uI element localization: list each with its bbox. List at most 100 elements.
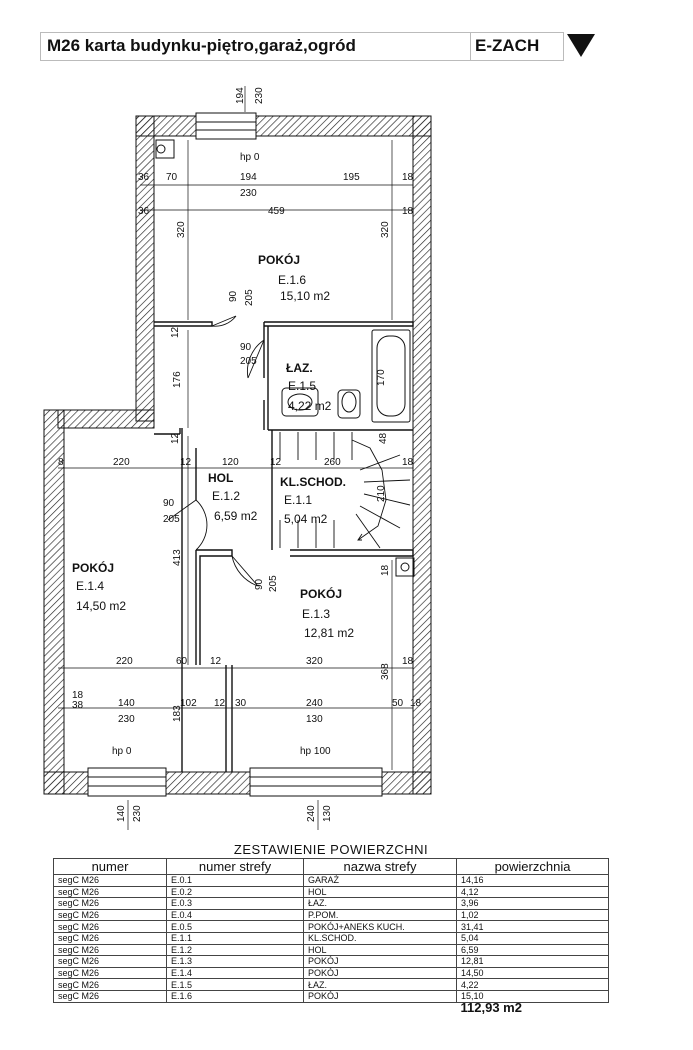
dim-bottom-f: 30 xyxy=(235,698,247,709)
area-table: numer numer strefy nazwa strefy powierzc… xyxy=(53,858,609,1014)
room-code-e15: E.1.5 xyxy=(288,379,316,393)
cell-pow: 15,10 xyxy=(456,989,609,1003)
cell-strefa: E.1.6 xyxy=(166,989,304,1003)
dim-bottom-c: 140 xyxy=(118,698,135,709)
card-header: M26 karta budynku-piętro,garaż,ogród E-Z… xyxy=(40,32,564,61)
dim-door-top-width: 90 xyxy=(228,290,239,302)
room-name-e14: POKÓJ xyxy=(72,560,114,575)
room-labels: POKÓJ E.1.6 15,10 m2 ŁAZ. E.1.5 4,22 m2 … xyxy=(72,252,354,640)
cell-nazwa: HOL xyxy=(303,943,457,957)
cell-strefa: E.1.2 xyxy=(166,943,304,957)
table-total-row: 112,93 m2 xyxy=(54,1001,609,1014)
cell-pow: 4,22 xyxy=(456,978,609,991)
dim-top-row2-b: 459 xyxy=(268,206,285,217)
room-name-e15: ŁAZ. xyxy=(286,361,313,375)
cell-strefa: E.0.5 xyxy=(166,920,304,933)
dim-bottom-window-4: 130 xyxy=(322,805,333,822)
cell-nazwa: ŁAZ. xyxy=(303,978,457,991)
cell-strefa: E.1.4 xyxy=(166,966,304,980)
dim-bath-door-width: 90 xyxy=(240,342,252,353)
room-code-e14: E.1.4 xyxy=(76,579,104,593)
room-name-e12: HOL xyxy=(208,471,233,485)
dim-mid-d: 120 xyxy=(222,457,239,468)
dim-r3-door-width: 90 xyxy=(254,578,265,590)
dim-bottom-e: 12 xyxy=(214,698,226,709)
cell-nazwa: HOL xyxy=(303,885,457,899)
room-area-e14: 14,50 m2 xyxy=(76,599,126,613)
cell-pow: 6,59 xyxy=(456,943,609,957)
header-nazwa-strefy: nazwa strefy xyxy=(303,858,457,875)
cell-numer: segC M26 xyxy=(53,943,167,957)
dim-left-183: 183 xyxy=(172,705,183,722)
room-code-e16: E.1.6 xyxy=(278,273,306,287)
dim-mid-e: 12 xyxy=(270,457,282,468)
interior-walls xyxy=(154,321,414,772)
cell-numer: segC M26 xyxy=(53,920,167,933)
dim-mid-b: 220 xyxy=(113,457,130,468)
dim-hol-door-height: 205 xyxy=(163,514,180,525)
dim-mid-c: 12 xyxy=(180,457,192,468)
dimension-lines xyxy=(58,86,413,830)
room-area-e12: 6,59 m2 xyxy=(214,509,258,523)
orientation-label: E-ZACH xyxy=(475,36,540,55)
cell-pow: 3,96 xyxy=(456,897,609,910)
cell-numer: segC M26 xyxy=(53,931,167,945)
window-label-bottom-left: hp 0 xyxy=(112,746,132,757)
dim-hol-door-width: 90 xyxy=(163,498,175,509)
dim-left-413: 413 xyxy=(172,549,183,566)
window-label-top: hp 0 xyxy=(240,152,260,163)
cell-nazwa: GARAŻ xyxy=(303,874,457,887)
dim-bottom-h: 50 xyxy=(392,698,404,709)
dim-bottom-i: 18 xyxy=(410,698,422,709)
dim-bottom-a: 18 xyxy=(72,690,84,701)
room-area-e16: 15,10 m2 xyxy=(280,289,330,303)
cell-strefa: E.1.1 xyxy=(166,931,304,945)
dim-bottom-window-2: 230 xyxy=(132,805,143,822)
dim-hol-height: 176 xyxy=(172,371,183,388)
cell-strefa: E.0.4 xyxy=(166,908,304,922)
dim-door-top-height: 205 xyxy=(244,289,255,306)
cell-nazwa: POKÓJ+ANEKS KUCH. xyxy=(303,920,457,933)
area-summary-table: ZESTAWIENIE POWIERZCHNI numer numer stre… xyxy=(53,842,609,1038)
windows xyxy=(87,112,383,797)
room-name-e11: KL.SCHOD. xyxy=(280,475,346,489)
cell-strefa: E.0.1 xyxy=(166,874,304,887)
cell-numer: segC M26 xyxy=(53,885,167,899)
room-code-e12: E.1.2 xyxy=(212,489,240,503)
cell-pow: 31,41 xyxy=(456,920,609,933)
dim-low-b: 60 xyxy=(176,656,188,667)
dim-bottom-b: 38 xyxy=(72,700,84,711)
dim-bath-door-height: 205 xyxy=(240,356,257,367)
dim-bath-170: 170 xyxy=(376,369,387,386)
dim-top-row1-e: 195 xyxy=(343,172,360,183)
dim-stairs-210: 210 xyxy=(376,485,387,502)
cell-numer: segC M26 xyxy=(53,966,167,980)
dim-top-row2-c: 18 xyxy=(402,206,414,217)
dim-bottom-row2-a: 230 xyxy=(118,714,135,725)
dimension-labels: 194 230 hp 0 36 70 194 230 195 18 36 459… xyxy=(58,87,422,822)
cell-numer: segC M26 xyxy=(53,897,167,910)
room-name-e13: POKÓJ xyxy=(300,586,342,601)
bathroom-fixtures xyxy=(155,139,415,577)
cell-nazwa: POKÓJ xyxy=(303,955,457,968)
cell-pow: 14,50 xyxy=(456,966,609,980)
room-name-e16: POKÓJ xyxy=(258,252,300,267)
cell-nazwa: POKÓJ xyxy=(303,989,457,1003)
cell-strefa: E.1.3 xyxy=(166,955,304,968)
table-header-row: numer numer strefy nazwa strefy powierzc… xyxy=(53,858,609,875)
cell-strefa: E.0.3 xyxy=(166,897,304,910)
room-area-e13: 12,81 m2 xyxy=(304,626,354,640)
card-title: M26 karta budynku-piętro,garaż,ogród xyxy=(47,36,356,55)
dim-low-c: 12 xyxy=(210,656,222,667)
dim-mid-a: 8 xyxy=(58,457,64,468)
cell-nazwa: KL.SCHOD. xyxy=(303,931,457,945)
cell-numer: segC M26 xyxy=(53,874,167,887)
cell-pow: 12,81 xyxy=(456,955,609,968)
staircase xyxy=(279,432,411,549)
dim-bottom-window-3: 240 xyxy=(306,805,317,822)
